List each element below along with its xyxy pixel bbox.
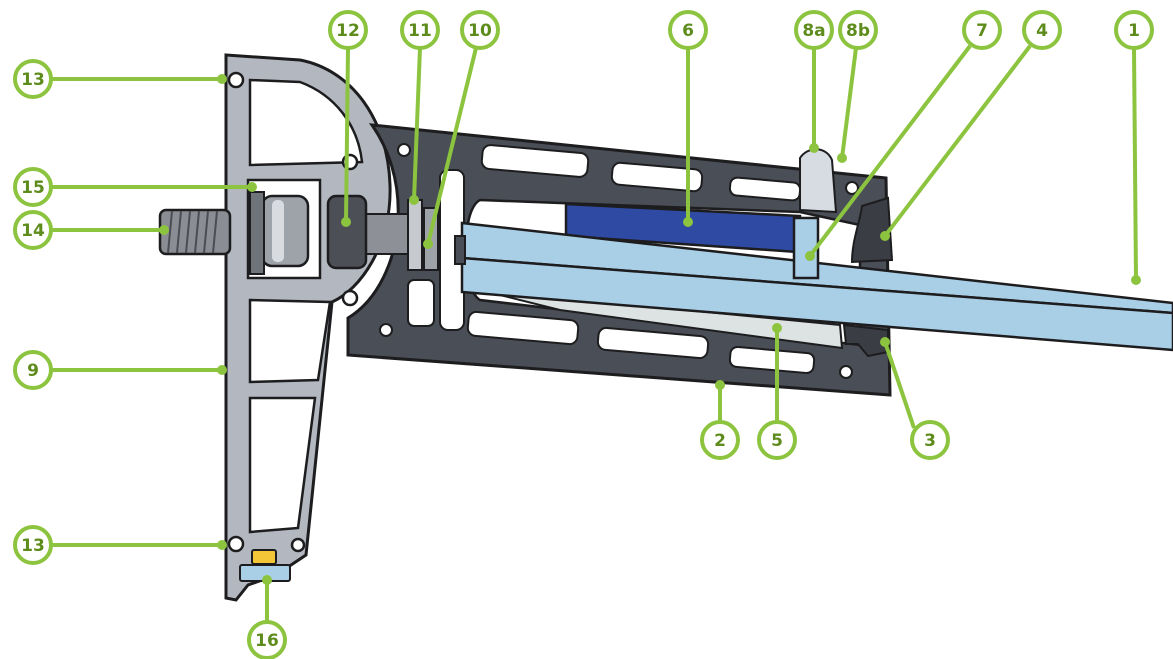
callout-anchor-8b <box>837 153 847 163</box>
glass-end-cap <box>454 235 466 265</box>
bottom-gasket <box>842 323 889 358</box>
callout-leader-12 <box>344 47 350 223</box>
slot-bottom-3 <box>728 345 816 375</box>
callout-circle-16 <box>247 620 287 659</box>
spindle-ring <box>407 199 423 271</box>
callout-leader-4 <box>883 44 1032 238</box>
clamp-channel-tl <box>397 143 411 157</box>
callout-circle-7 <box>962 10 1002 50</box>
callout-anchor-4 <box>880 231 890 241</box>
callout-leader-3 <box>883 341 916 429</box>
callout-anchor-2 <box>715 380 725 390</box>
callout-anchor-15 <box>247 182 257 192</box>
callout-label-9: 9 <box>27 361 39 381</box>
callout-anchor-13b <box>217 540 227 550</box>
callout-circle-8a <box>794 10 834 50</box>
slot-bottom-1 <box>466 310 580 346</box>
clamp-channel-tr <box>845 181 859 195</box>
callout-label-6: 6 <box>682 21 694 41</box>
callout-label-16: 16 <box>255 631 279 651</box>
callout-label-7: 7 <box>976 21 988 41</box>
callout-circle-1 <box>1114 10 1154 50</box>
bearing-cylinder <box>260 194 310 268</box>
slot-top-2 <box>610 161 704 193</box>
callout-label-13a: 13 <box>21 70 45 90</box>
callout-label-12: 12 <box>336 21 360 41</box>
callout-circle-8b <box>838 10 878 50</box>
callout-circle-2 <box>700 420 740 460</box>
callout-anchor-3 <box>880 337 890 347</box>
glass-lower <box>460 256 1173 352</box>
slot-side-right <box>407 279 435 327</box>
callout-circle-11 <box>400 10 440 50</box>
callout-circle-13b <box>13 525 53 565</box>
callout-anchor-10 <box>423 239 433 249</box>
callout-label-3: 3 <box>924 431 936 451</box>
callout-leader-10 <box>426 47 478 245</box>
callout-label-4: 4 <box>1036 21 1048 41</box>
slot-bottom-2 <box>596 326 710 360</box>
callout-label-14: 14 <box>21 221 45 241</box>
callout-circle-15 <box>13 167 53 207</box>
callout-anchor-11 <box>409 195 419 205</box>
callout-label-11: 11 <box>408 21 432 41</box>
outer-gasket <box>850 196 894 264</box>
callout-label-1: 1 <box>1128 21 1140 41</box>
top-seal-clip <box>799 148 838 214</box>
foot-pad-yellow <box>251 549 277 565</box>
screw-channel-top <box>227 71 245 89</box>
clamp-channel-bl <box>379 323 393 337</box>
callout-label-8b: 8b <box>846 21 870 41</box>
callout-label-10: 10 <box>468 21 492 41</box>
bracket-cavity-middle <box>248 298 332 384</box>
clamp-channel-br <box>839 365 853 379</box>
callout-leader-11 <box>412 47 422 201</box>
callout-circle-9 <box>13 350 53 390</box>
callout-anchor-16 <box>262 575 272 585</box>
callout-anchor-5 <box>772 323 782 333</box>
callout-leader-7 <box>808 44 972 258</box>
profile-hole-foot <box>290 537 306 553</box>
callout-circle-3 <box>910 420 950 460</box>
callout-circle-5 <box>757 420 797 460</box>
callout-anchor-1 <box>1131 275 1141 285</box>
callout-circle-13a <box>13 59 53 99</box>
callout-anchor-8a <box>809 143 819 153</box>
callout-anchor-9 <box>217 365 227 375</box>
callout-label-5: 5 <box>771 431 783 451</box>
callout-label-8a: 8a <box>802 21 825 41</box>
threaded-bolt <box>158 208 232 256</box>
callout-anchor-13a <box>217 74 227 84</box>
callout-circle-14 <box>13 210 53 250</box>
callout-circle-12 <box>328 10 368 50</box>
callout-label-15: 15 <box>21 178 45 198</box>
callout-anchor-6 <box>683 217 693 227</box>
profile-hole-lower <box>341 289 359 307</box>
bearing-highlight <box>272 200 284 262</box>
callout-circle-6 <box>668 10 708 50</box>
bracket-cavity-bottom <box>248 396 317 534</box>
callout-circle-4 <box>1022 10 1062 50</box>
callout-circle-10 <box>460 10 500 50</box>
callout-anchor-7 <box>805 251 815 261</box>
slot-top-1 <box>480 144 590 178</box>
callout-anchor-14 <box>159 225 169 235</box>
bearing-washer <box>249 191 265 275</box>
callout-anchor-12 <box>341 217 351 227</box>
callout-label-2: 2 <box>714 431 726 451</box>
callout-label-13b: 13 <box>21 536 45 556</box>
callout-leader-1 <box>1132 47 1138 281</box>
screw-channel-bottom <box>227 535 245 553</box>
callout-leader-8b <box>840 47 858 159</box>
